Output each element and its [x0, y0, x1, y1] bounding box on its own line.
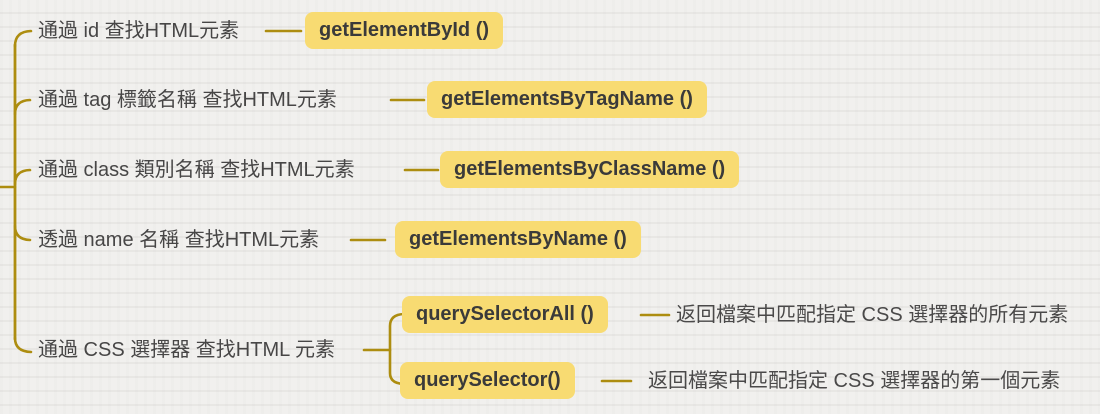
branch-curve-1	[13, 29, 33, 48]
method-node-getelementsbytagname[interactable]: getElementsByTagName ()	[427, 81, 707, 118]
branch-label-find-by-tag[interactable]: 通過 tag 標籤名稱 查找HTML元素	[38, 89, 337, 111]
branch-label-find-by-name[interactable]: 透過 name 名稱 查找HTML元素	[38, 229, 320, 251]
method-node-getelementbyid[interactable]: getElementById ()	[305, 12, 504, 49]
branch-label-find-by-id[interactable]: 通過 id 查找HTML元素	[38, 20, 240, 42]
sub-branch-bracket	[388, 312, 406, 386]
method-node-getelementsbyname[interactable]: getElementsByName ()	[395, 221, 641, 258]
branch-curve-3	[13, 168, 32, 186]
description-queryselector[interactable]: 返回檔案中匹配指定 CSS 選擇器的第一個元素	[648, 370, 1061, 392]
description-queryselectorall[interactable]: 返回檔案中匹配指定 CSS 選擇器的所有元素	[676, 304, 1069, 326]
method-node-queryselector[interactable]: querySelector()	[400, 362, 575, 399]
branch-label-find-by-class[interactable]: 通過 class 類別名稱 查找HTML元素	[38, 159, 355, 181]
branch-curve-2	[13, 98, 32, 116]
method-node-queryselectorall[interactable]: querySelectorAll ()	[402, 296, 608, 333]
method-node-getelementsbyclassname[interactable]: getElementsByClassName ()	[440, 151, 740, 188]
branch-curve-5	[13, 336, 33, 354]
branch-curve-4	[13, 224, 32, 242]
branch-label-find-by-css-selector[interactable]: 通過 CSS 選擇器 查找HTML 元素	[38, 339, 336, 361]
